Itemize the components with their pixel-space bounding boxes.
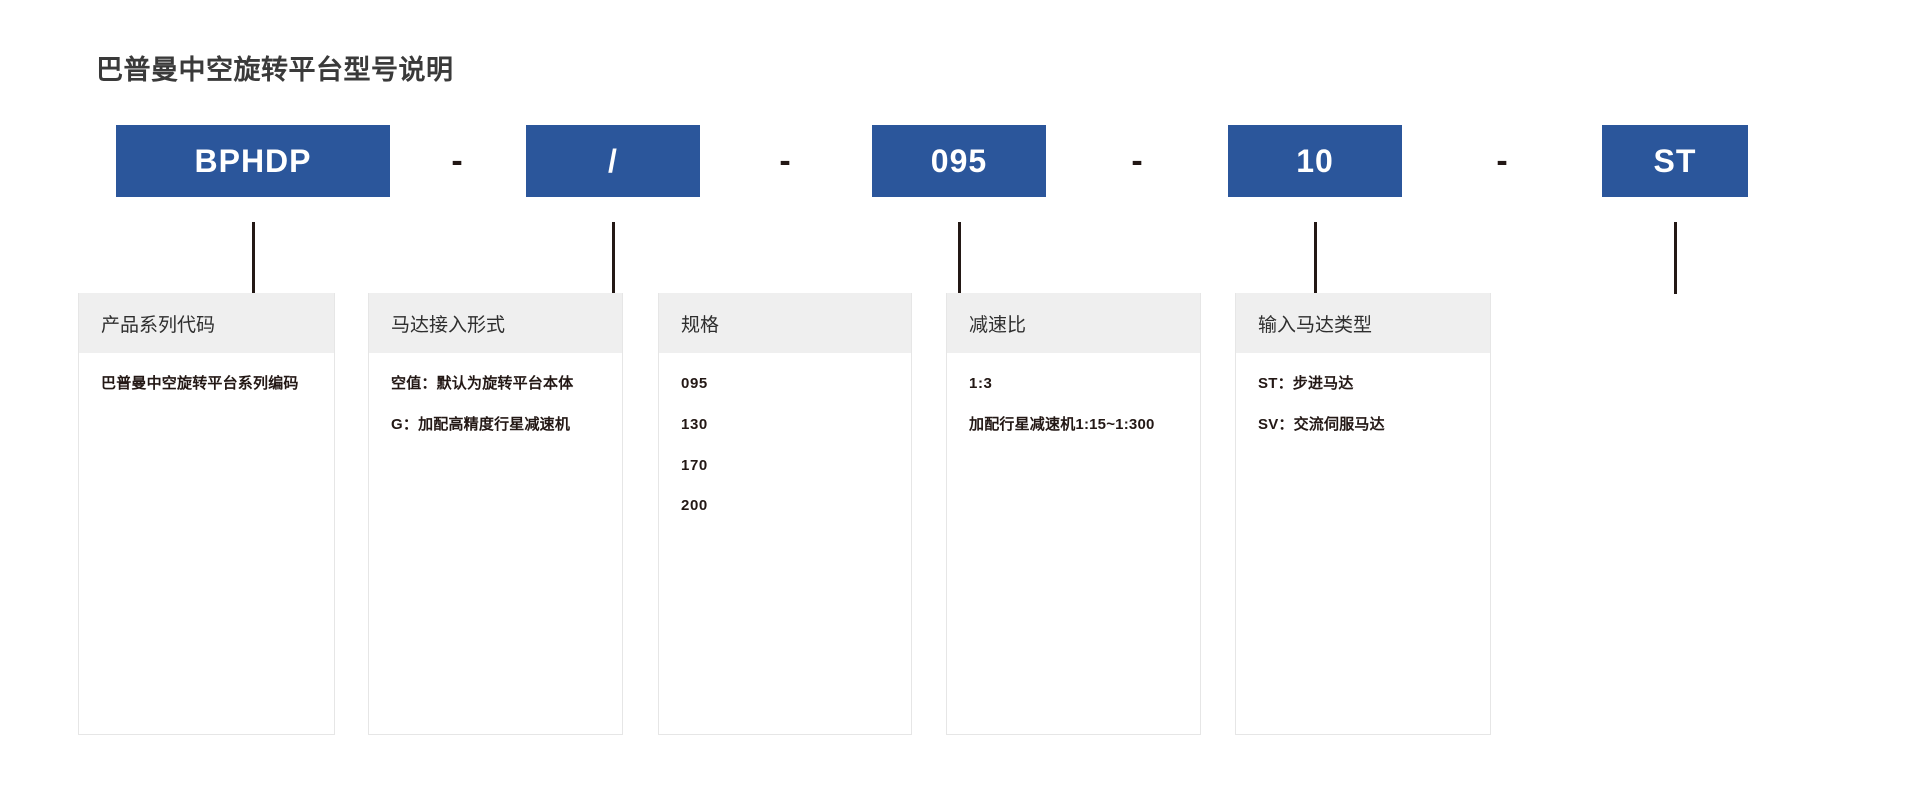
code-separator-2: -: [779, 142, 791, 180]
panel-header: 规格: [659, 293, 911, 353]
code-separator-3: -: [1131, 142, 1143, 180]
panel-line: 1:3: [969, 375, 993, 392]
panel-reduction-ratio: 减速比 1:3 加配行星减速机1:15~1:300: [946, 293, 1201, 735]
code-chip-size[interactable]: 095: [872, 125, 1046, 197]
panel-body: 空值：默认为旋转平台本体 G：加配高精度行星减速机: [369, 353, 622, 435]
panel-body: ST：步进马达 SV：交流伺服马达: [1236, 353, 1490, 435]
panel-header: 输入马达类型: [1236, 293, 1490, 353]
code-chip-series[interactable]: BPHDP: [116, 125, 390, 197]
code-separator-1: -: [451, 142, 463, 180]
code-chip-motor-type[interactable]: ST: [1602, 125, 1748, 197]
code-separator-4: -: [1496, 142, 1508, 180]
connector-line-1: [252, 222, 255, 294]
panel-input-motor-type: 输入马达类型 ST：步进马达 SV：交流伺服马达: [1235, 293, 1491, 735]
page-title: 巴普曼中空旋转平台型号说明: [96, 55, 454, 85]
panel-body: 095 130 170 200: [659, 353, 911, 516]
panel-header: 产品系列代码: [79, 293, 334, 353]
panel-header: 马达接入形式: [369, 293, 622, 353]
panel-line: 200: [681, 497, 708, 515]
panel-line: ST：步进马达: [1258, 375, 1354, 392]
panel-body: 1:3 加配行星减速机1:15~1:300: [947, 353, 1200, 435]
panel-header: 减速比: [947, 293, 1200, 353]
panel-line: 巴普曼中空旋转平台系列编码: [101, 375, 299, 392]
panel-line: 130: [681, 415, 708, 433]
connector-line-4: [1314, 222, 1317, 294]
panel-specification: 规格 095 130 170 200: [658, 293, 912, 735]
code-chip-ratio[interactable]: 10: [1228, 125, 1402, 197]
panel-line: 空值：默认为旋转平台本体: [391, 375, 574, 392]
panel-line: 095: [681, 375, 708, 392]
panel-line: SV：交流伺服马达: [1258, 415, 1385, 433]
connector-line-3: [958, 222, 961, 294]
panel-motor-mount: 马达接入形式 空值：默认为旋转平台本体 G：加配高精度行星减速机: [368, 293, 623, 735]
code-chip-motor-mount[interactable]: /: [526, 125, 700, 197]
connector-line-2: [612, 222, 615, 294]
panel-line: G：加配高精度行星减速机: [391, 415, 571, 433]
panel-series-code: 产品系列代码 巴普曼中空旋转平台系列编码: [78, 293, 335, 735]
connector-line-5: [1674, 222, 1677, 294]
model-code-row: BPHDP - / - 095 - 10 - ST: [0, 125, 1920, 223]
panel-line: 加配行星减速机1:15~1:300: [969, 415, 1155, 433]
panel-line: 170: [681, 456, 708, 474]
panel-body: 巴普曼中空旋转平台系列编码: [79, 353, 334, 394]
